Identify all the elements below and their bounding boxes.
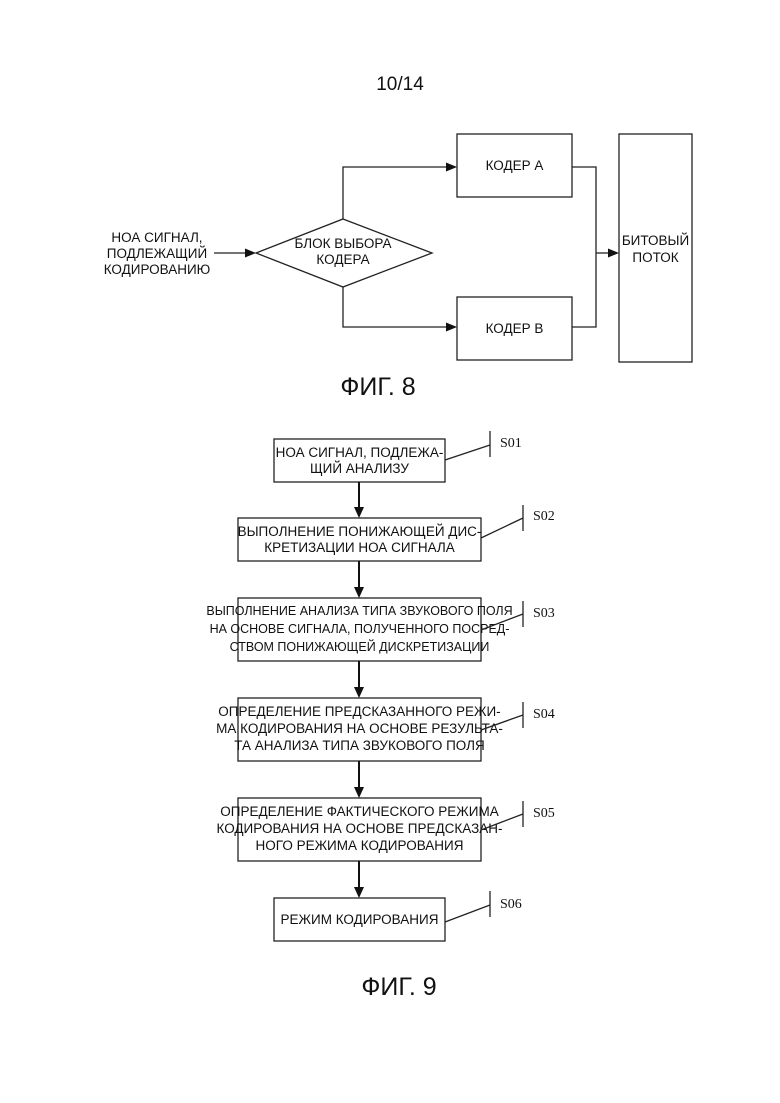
step-s04-text-line-3: ТА АНАЛИЗА ТИПА ЗВУКОВОГО ПОЛЯ [234, 738, 485, 753]
selector-to-encoder-a-line [343, 167, 446, 219]
arrow-s03-s04-head [354, 687, 364, 698]
fig9-caption: ФИГ. 9 [361, 973, 436, 1001]
encoder-b-arrow-head [446, 323, 457, 332]
fig8-diagram: НОА СИГНАЛ, ПОДЛЕЖАЩИЙ КОДИРОВАНИЮ БЛОК … [104, 134, 692, 401]
step-s04-label: S04 [533, 707, 555, 722]
input-signal-label-line-2: ПОДЛЕЖАЩИЙ [107, 246, 207, 261]
step-s03-text-line-2: НА ОСНОВЕ СИГНАЛА, ПОЛУЧЕННОГО ПОСРЕД- [210, 622, 510, 636]
input-signal-label-line-1: НОА СИГНАЛ, [111, 230, 202, 245]
encoder-a-label: КОДЕР A [486, 158, 544, 173]
page-number: 10/14 [376, 74, 424, 95]
step-s02-text-line-1: ВЫПОЛНЕНИЕ ПОНИЖАЮЩЕЙ ДИС- [238, 524, 482, 539]
bitstream-box [619, 134, 692, 362]
step-s02-text-line-2: КРЕТИЗАЦИИ НОА СИГНАЛА [264, 540, 455, 555]
arrow-s05-s06-head [354, 887, 364, 898]
encoder-b-label: КОДЕР B [486, 321, 544, 336]
step-s01-leader-line [445, 445, 490, 460]
step-s06-label: S06 [500, 897, 522, 912]
step-s04-text-line-1: ОПРЕДЕЛЕНИЕ ПРЕДСКАЗАННОГО РЕЖИ- [218, 704, 500, 719]
step-s02-leader-line [481, 518, 523, 538]
step-s03-label: S03 [533, 606, 555, 621]
step-s05-text-line-1: ОПРЕДЕЛЕНИЕ ФАКТИЧЕСКОГО РЕЖИМА [220, 804, 498, 819]
fig8-caption: ФИГ. 8 [340, 373, 415, 401]
step-s05-label: S05 [533, 806, 555, 821]
step-s06-leader-line [445, 905, 490, 922]
arrow-s02-s03-head [354, 587, 364, 598]
step-s02-label: S02 [533, 509, 555, 524]
bitstream-arrow-head [608, 249, 619, 258]
encoder-a-arrow-head [446, 163, 457, 172]
encoder-selector-label-line-2: КОДЕРА [316, 252, 369, 267]
fig9-flowchart: НОА СИГНАЛ, ПОДЛЕЖА- ЩИЙ АНАЛИЗУ S01 ВЫП… [206, 431, 554, 1001]
step-s04-text-line-2: МА КОДИРОВАНИЯ НА ОСНОВЕ РЕЗУЛЬТА- [216, 721, 503, 736]
step-s01-label: S01 [500, 436, 522, 451]
step-s01-text-line-2: ЩИЙ АНАЛИЗУ [310, 461, 409, 476]
step-s03-text-line-1: ВЫПОЛНЕНИЕ АНАЛИЗА ТИПА ЗВУКОВОГО ПОЛЯ [206, 604, 512, 618]
step-s06-text-line-1: РЕЖИМ КОДИРОВАНИЯ [281, 912, 439, 927]
step-s03-text-line-3: СТВОМ ПОНИЖАЮЩЕЙ ДИСКРЕТИЗАЦИИ [230, 639, 490, 654]
step-s01-text-line-1: НОА СИГНАЛ, ПОДЛЕЖА- [276, 445, 444, 460]
step-s05-text-line-3: НОГО РЕЖИМА КОДИРОВАНИЯ [256, 838, 464, 853]
input-signal-label-line-3: КОДИРОВАНИЮ [104, 262, 211, 277]
bitstream-label-line-1: БИТОВЫЙ [622, 233, 689, 248]
selector-to-encoder-b-line [343, 287, 446, 327]
encoder-selector-label-line-1: БЛОК ВЫБОРА [294, 236, 391, 251]
step-s05-text-line-2: КОДИРОВАНИЯ НА ОСНОВЕ ПРЕДСКАЗАН- [217, 821, 503, 836]
arrow-s01-s02-head [354, 507, 364, 518]
bitstream-label-line-2: ПОТОК [632, 250, 678, 265]
arrow-s04-s05-head [354, 787, 364, 798]
encoder-merge-line [572, 167, 596, 327]
